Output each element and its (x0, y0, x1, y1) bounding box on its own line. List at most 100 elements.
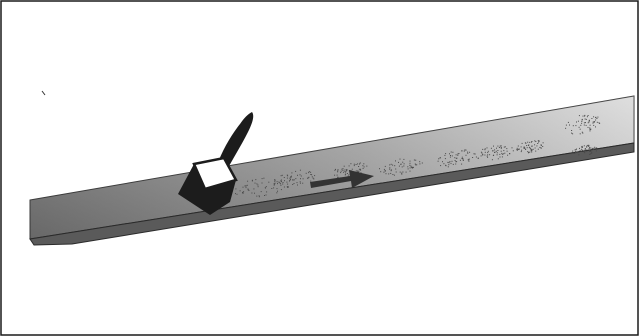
direction-arrow-icon (310, 170, 374, 188)
speckle-dot (409, 170, 411, 172)
speckle-dot (572, 150, 574, 152)
speckle-dot (462, 158, 464, 160)
speckle-dot (340, 172, 342, 174)
speckle-dot (299, 169, 301, 171)
speckle-dot (264, 187, 266, 189)
speckle-dot (310, 174, 312, 175)
speckle-dot (438, 158, 440, 160)
speckle-dot (588, 121, 590, 123)
speckle-dot (383, 168, 385, 170)
brush-bristles (178, 164, 236, 215)
speckle-dot (584, 148, 586, 149)
speckle-dot (588, 145, 590, 147)
speckle-dot (593, 116, 595, 118)
speckle-dot (495, 150, 497, 152)
speckle-dot (465, 154, 467, 156)
speckle-dot (535, 141, 537, 142)
speckle-dot (268, 181, 270, 183)
speckle-dot (523, 147, 525, 149)
speckle-dot (265, 194, 267, 196)
speckle-dot (341, 168, 343, 170)
speckle-dot (399, 171, 401, 173)
speckle-dot (484, 149, 486, 151)
speckle-dot (474, 153, 476, 155)
speckle-dot (451, 160, 453, 162)
speckle-dot (300, 175, 302, 177)
speckle-dot (587, 126, 589, 128)
speckle-dot (456, 157, 458, 159)
speckle-dot (344, 169, 346, 171)
speckle-dot (580, 124, 582, 126)
speckle-dot (585, 122, 586, 124)
speckle-dot (500, 150, 502, 152)
speckle-dot (592, 121, 594, 123)
speckle-dot (477, 157, 479, 159)
speckle-dot (283, 186, 285, 188)
speckle-dot (392, 164, 394, 166)
speckle-dot (455, 154, 457, 156)
speckle-dot (278, 181, 280, 183)
speckle-dot (345, 173, 347, 175)
speckle-dot (342, 168, 344, 170)
speckle-dot (579, 149, 581, 151)
speckle-dot (258, 195, 260, 197)
speckle-dot (536, 145, 538, 147)
speckle-dot (313, 178, 315, 180)
speckle-dot (390, 169, 392, 171)
speckle-dot (253, 188, 255, 190)
speckle-dot (572, 125, 574, 127)
speckle-dot (276, 181, 278, 183)
speckle-dot (299, 181, 301, 183)
speckle-dot (307, 177, 309, 179)
speckle-dot (595, 117, 597, 119)
speckle-dot (359, 162, 361, 164)
speckle-dot (311, 174, 313, 176)
speckle-dot (565, 124, 567, 126)
speckle-dot (537, 143, 539, 144)
speckle-dot (455, 157, 457, 159)
speckle-dot (473, 153, 475, 155)
speckle-dot (575, 149, 577, 151)
speckle-dot (273, 187, 275, 189)
speckle-dot (581, 119, 583, 121)
speckle-dot (525, 149, 527, 150)
speckle-dot (480, 155, 482, 157)
speckle-dot (578, 115, 580, 117)
speckle-dot (389, 167, 391, 169)
speckle-dot (350, 163, 352, 165)
speckle-dot (454, 157, 456, 159)
speckle-dot (585, 149, 587, 151)
speckle-dot (594, 148, 596, 150)
speckle-dot (295, 170, 297, 172)
speckle-dot (503, 146, 505, 148)
speckle-dot (379, 168, 380, 170)
speckle-dot (571, 130, 573, 131)
speckle-dot (454, 160, 456, 161)
speckle-dot (591, 151, 593, 153)
speckle-dot (346, 169, 348, 171)
speckle-dot (314, 175, 316, 177)
speckle-dot (277, 183, 278, 185)
speckle-dot (592, 147, 594, 149)
speckle-dot (581, 120, 583, 122)
speckle-dot (291, 172, 293, 174)
speckle-dot (575, 151, 577, 153)
speckle-dot (348, 174, 350, 176)
speckle-dot (588, 148, 590, 150)
speckle-dot (481, 152, 483, 154)
speckle-dot (242, 192, 244, 194)
speckle-dot (531, 145, 533, 147)
speckle-dot (587, 122, 589, 124)
speckle-dot (530, 148, 532, 150)
speckle-dot (297, 184, 298, 186)
speckle-dot (487, 154, 489, 156)
speckle-dot (287, 187, 289, 188)
speckle-dot (463, 150, 465, 152)
speckle-dot (444, 154, 446, 156)
speckle-dot (444, 158, 446, 160)
speckle-dot (588, 120, 590, 122)
speckle-dot (581, 147, 583, 148)
speckle-dot (257, 186, 259, 188)
speckle-dot (591, 118, 593, 119)
speckle-dot (385, 173, 387, 175)
